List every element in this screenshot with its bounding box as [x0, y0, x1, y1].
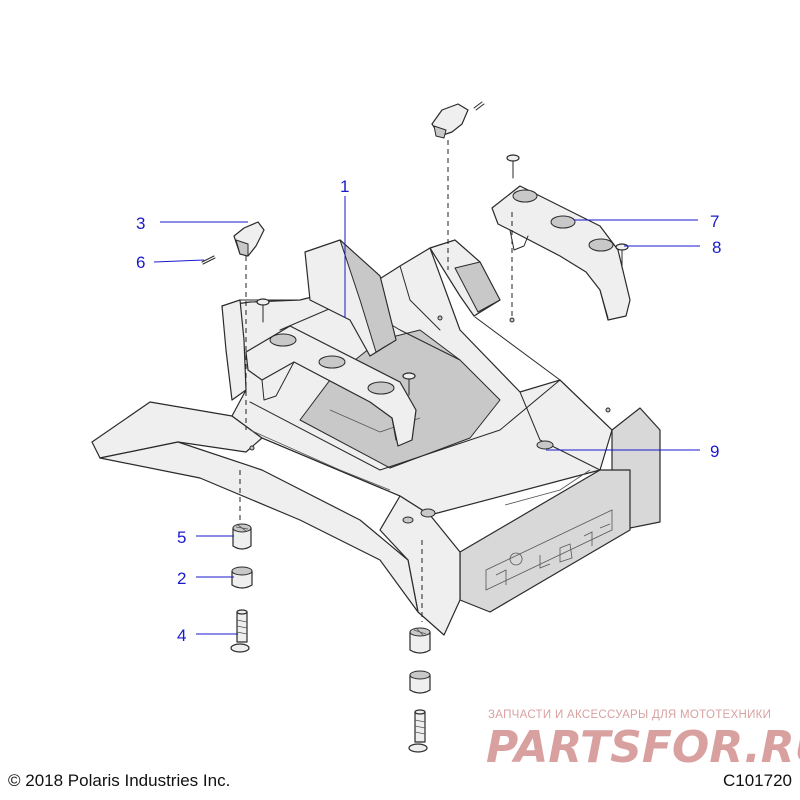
callout-3: 3 [136, 214, 145, 233]
callout-8: 8 [712, 238, 721, 257]
figure-code: C101720 [723, 771, 792, 790]
callout-6: 6 [136, 253, 145, 272]
callout-2: 2 [177, 569, 186, 588]
callout-5: 5 [177, 528, 186, 547]
watermark-brand: PARTSFOR.RU [486, 722, 800, 773]
part-1-handle-bracket [245, 298, 417, 447]
callout-9: 9 [710, 442, 719, 461]
part-7-handle-bracket [491, 154, 631, 321]
callout-4: 4 [177, 626, 186, 645]
part-4-bolt [230, 609, 250, 653]
part-6-pin [201, 255, 216, 265]
part-5-mount [232, 523, 252, 550]
copyright-text: © 2018 Polaris Industries Inc. [8, 771, 230, 790]
callout-7: 7 [710, 212, 719, 231]
spacer-right [409, 670, 431, 694]
mount-right [409, 627, 431, 654]
upper-latch [431, 101, 485, 139]
part-3-latch [233, 221, 265, 257]
watermark: ЗАПЧАСТИ И АКСЕССУАРЫ ДЛЯ МОТОТЕХНИКИ PA… [486, 709, 800, 773]
callout-labels: 1 2 3 4 5 6 7 8 9 [136, 177, 721, 645]
bolt-right [408, 709, 428, 753]
callout-1: 1 [340, 177, 349, 196]
assembly-lines [239, 140, 513, 622]
part-2-spacer [231, 566, 253, 589]
watermark-tagline: ЗАПЧАСТИ И АКСЕССУАРЫ ДЛЯ МОТОТЕХНИКИ [488, 709, 771, 721]
callout-leaders [153, 196, 700, 635]
